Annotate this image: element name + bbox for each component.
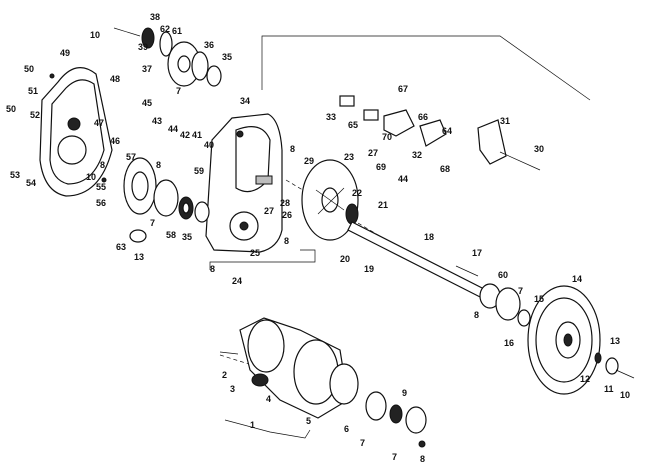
callout-label: 8 (290, 144, 295, 154)
callout-label: 66 (418, 112, 428, 122)
callout-label: 58 (166, 230, 176, 240)
callout-label: 32 (412, 150, 422, 160)
callout-label: 23 (344, 152, 354, 162)
callout-label: 7 (518, 286, 523, 296)
callout-label: 8 (210, 264, 215, 274)
callout-label: 20 (340, 254, 350, 264)
callout-label: 11 (604, 384, 614, 394)
callout-label: 47 (94, 118, 104, 128)
callout-label: 10 (86, 172, 96, 182)
callout-label: 1 (250, 420, 255, 430)
callout-label: 7 (392, 452, 397, 462)
callout-label: 48 (110, 74, 120, 84)
callout-label: 19 (364, 264, 374, 274)
callout-label: 67 (398, 84, 408, 94)
callout-label: 7 (150, 218, 155, 228)
callout-label: 46 (110, 136, 120, 146)
callout-label: 6 (344, 424, 349, 434)
callout-label: 42 (180, 130, 190, 140)
callout-label: 33 (326, 112, 336, 122)
callout-label: 59 (194, 166, 204, 176)
callout-label: 10 (620, 390, 630, 400)
callout-label: 29 (304, 156, 314, 166)
brake-disc (301, 159, 359, 241)
callout-label: 37 (142, 64, 152, 74)
callout-label: 44 (398, 174, 408, 184)
callout-label: 41 (192, 130, 202, 140)
callout-label: 35 (182, 232, 192, 242)
gear-case-cover (39, 67, 113, 197)
track-drive-axle (219, 317, 427, 448)
callout-label: 27 (264, 206, 274, 216)
callout-label: 45 (142, 98, 152, 108)
callout-label: 57 (126, 152, 136, 162)
callout-label: 18 (424, 232, 434, 242)
callout-label: 5 (306, 416, 311, 426)
callout-label: 13 (610, 336, 620, 346)
callout-label: 8 (100, 160, 105, 170)
callout-label: 70 (382, 132, 392, 142)
callout-label: 8 (284, 236, 289, 246)
callout-label: 49 (60, 48, 70, 58)
callout-label: 38 (150, 12, 160, 22)
callout-label: 16 (504, 338, 514, 348)
callout-label: 12 (580, 374, 590, 384)
callout-label: 34 (240, 96, 250, 106)
callout-label: 36 (204, 40, 214, 50)
callout-label: 4 (266, 394, 271, 404)
callout-label: 63 (116, 242, 126, 252)
callout-label: 13 (134, 252, 144, 262)
callout-labels: 10 38 62 61 39 36 35 37 7 49 50 48 51 50… (6, 12, 630, 464)
callout-label: 8 (474, 310, 479, 320)
callout-label: 50 (6, 104, 16, 114)
callout-label: 64 (442, 126, 452, 136)
callout-label: 69 (376, 162, 386, 172)
callout-label: 15 (534, 294, 544, 304)
callout-label: 30 (534, 144, 544, 154)
callout-label: 51 (28, 86, 38, 96)
callout-label: 22 (352, 188, 362, 198)
callout-label: 2 (222, 370, 227, 380)
drive-sprocket (123, 157, 210, 243)
callout-label: 17 (472, 248, 482, 258)
callout-label: 35 (222, 52, 232, 62)
callout-label: 62 (160, 24, 170, 34)
callout-label: 60 (498, 270, 508, 280)
jackshaft (347, 221, 491, 301)
callout-label: 68 (440, 164, 450, 174)
callout-label: 40 (204, 140, 214, 150)
callout-label: 24 (232, 276, 242, 286)
callout-label: 10 (90, 30, 100, 40)
callout-label: 43 (152, 116, 162, 126)
callout-label: 53 (10, 170, 20, 180)
brake-linkage (339, 95, 541, 171)
callout-label: 39 (138, 42, 148, 52)
callout-label: 31 (500, 116, 510, 126)
callout-label: 8 (420, 454, 425, 464)
driven-pulley (479, 283, 635, 395)
callout-label: 7 (360, 438, 365, 448)
callout-label: 44 (168, 124, 178, 134)
callout-label: 14 (572, 274, 582, 284)
upper-sprocket-stack (113, 27, 222, 87)
callout-label: 26 (282, 210, 292, 220)
callout-label: 3 (230, 384, 235, 394)
callout-label: 9 (402, 388, 407, 398)
callout-label: 27 (368, 148, 378, 158)
callout-label: 8 (156, 160, 161, 170)
callout-label: 21 (378, 200, 388, 210)
callout-label: 52 (30, 110, 40, 120)
callout-label: 61 (172, 26, 182, 36)
callout-label: 65 (348, 120, 358, 130)
callout-label: 25 (250, 248, 260, 258)
callout-label: 56 (96, 198, 106, 208)
callout-label: 28 (280, 198, 290, 208)
callout-label: 54 (26, 178, 36, 188)
callout-label: 55 (96, 182, 106, 192)
chaincase-housing (205, 113, 283, 253)
callout-label: 7 (176, 86, 181, 96)
callout-label: 50 (24, 64, 34, 74)
